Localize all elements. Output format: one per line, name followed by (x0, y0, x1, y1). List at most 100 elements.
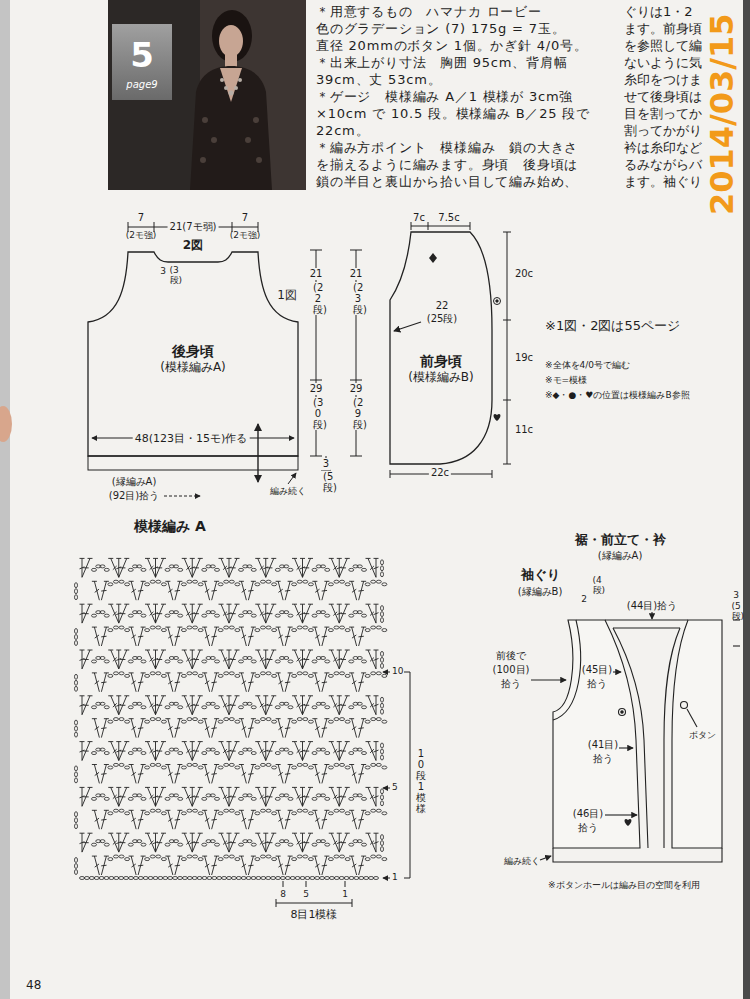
drawing-line (124, 650, 129, 651)
drawing-line (329, 787, 334, 788)
drawing-line (116, 695, 121, 696)
drawing-line (278, 719, 283, 738)
drawing-line (214, 810, 219, 811)
dimension-label: 21 (348, 268, 365, 280)
drawing-line (190, 787, 195, 788)
drawing-line (292, 650, 297, 651)
drawing-line (202, 718, 207, 719)
drawing-line (271, 741, 276, 742)
treble-stitch (229, 604, 240, 623)
dimension-label: ※全体を4/0号で編む (545, 360, 630, 371)
drawing-line (404, 878, 410, 879)
drawing-circle (224, 86, 228, 90)
chain-stitch (300, 877, 305, 880)
chain-stitch (187, 626, 192, 629)
drawing-line (92, 581, 97, 582)
chain-stitch (75, 595, 78, 600)
chain-stitch (181, 812, 186, 815)
drawing-line (322, 673, 327, 692)
chain-stitch (75, 641, 78, 646)
drawing-line (235, 650, 240, 651)
drawing-line (267, 659, 272, 660)
garment-piece: 前身頃(模様編みB) (388, 230, 494, 466)
treble-stitch (145, 742, 156, 761)
drawing-line (241, 719, 246, 738)
drawing-line (88, 558, 93, 559)
drawing-line (266, 833, 274, 852)
drawing-line (165, 672, 170, 673)
chain-stitch (224, 626, 229, 629)
chain-stitch (235, 629, 240, 632)
chain-stitch (75, 812, 78, 817)
drawing-line (312, 627, 317, 628)
chain-stitch (178, 706, 183, 709)
dimension-label: 拾う (587, 678, 607, 690)
drawing-line (198, 650, 203, 651)
drawing-line (285, 627, 290, 646)
drawing-line (223, 612, 227, 616)
chain-stitch (75, 778, 78, 783)
chain-stitch (94, 877, 99, 880)
chain-stitch (198, 766, 203, 769)
drawing-line (129, 581, 134, 582)
drawing-line (260, 612, 264, 616)
chain-stitch (165, 797, 170, 800)
drawing-line (124, 558, 129, 559)
treble-stitch (108, 742, 119, 761)
drawing-line (390, 470, 391, 478)
drawing-line (150, 703, 154, 707)
drawing-line (248, 856, 253, 875)
chain-stitch (173, 877, 178, 880)
chain-stitch (174, 565, 179, 568)
dimension-label: (25段) (427, 313, 458, 325)
drawing-line (223, 658, 227, 662)
treble-stitch (366, 650, 377, 669)
drawing-line (310, 250, 322, 251)
drawing-line (503, 232, 511, 233)
drawing-line (333, 703, 337, 707)
drawing-line (82, 558, 90, 577)
drawing-line (303, 696, 311, 715)
chain-stitch (100, 611, 105, 614)
chain-stitch (229, 672, 234, 675)
drawing-line (230, 613, 235, 614)
chain-stitch (260, 763, 265, 766)
chain-stitch (381, 743, 384, 748)
drawing-line (94, 581, 99, 600)
drawing-line (88, 604, 93, 605)
treble-stitch (192, 833, 203, 852)
dimension-label: (44目)拾う (627, 600, 678, 612)
drawing-line (202, 672, 207, 673)
drawing-line (157, 796, 162, 797)
treble-stitch (292, 558, 303, 577)
drawing-line (124, 833, 129, 834)
drawing-line (101, 719, 106, 738)
drawing-line (303, 833, 311, 852)
drawing-line (345, 833, 350, 834)
treble-stitch (165, 627, 173, 646)
drawing-line (315, 856, 320, 875)
treble-stitch (92, 719, 100, 738)
drawing-line (141, 764, 146, 765)
drawing-line (156, 833, 164, 852)
chain-stitch (75, 864, 78, 869)
chain-stitch (340, 626, 345, 629)
drawing-line (211, 682, 216, 684)
chain-stitch (349, 614, 354, 617)
drawing-line (129, 856, 134, 857)
drawing-line (227, 741, 232, 742)
drawing-line (358, 590, 363, 592)
drawing-line (341, 705, 346, 706)
instruction-text: ます。袖ぐり (624, 174, 702, 190)
treble-stitch (202, 856, 210, 875)
chain-stitch (75, 674, 78, 679)
drawing-line (192, 650, 200, 669)
drawing-line (308, 558, 313, 559)
drawing-line (230, 659, 235, 660)
drawing-line (374, 787, 379, 788)
drawing-line (260, 795, 264, 799)
drawing-line (92, 627, 97, 628)
drawing-line (124, 604, 129, 605)
treble-stitch (374, 742, 379, 761)
drawing-line (83, 705, 88, 706)
